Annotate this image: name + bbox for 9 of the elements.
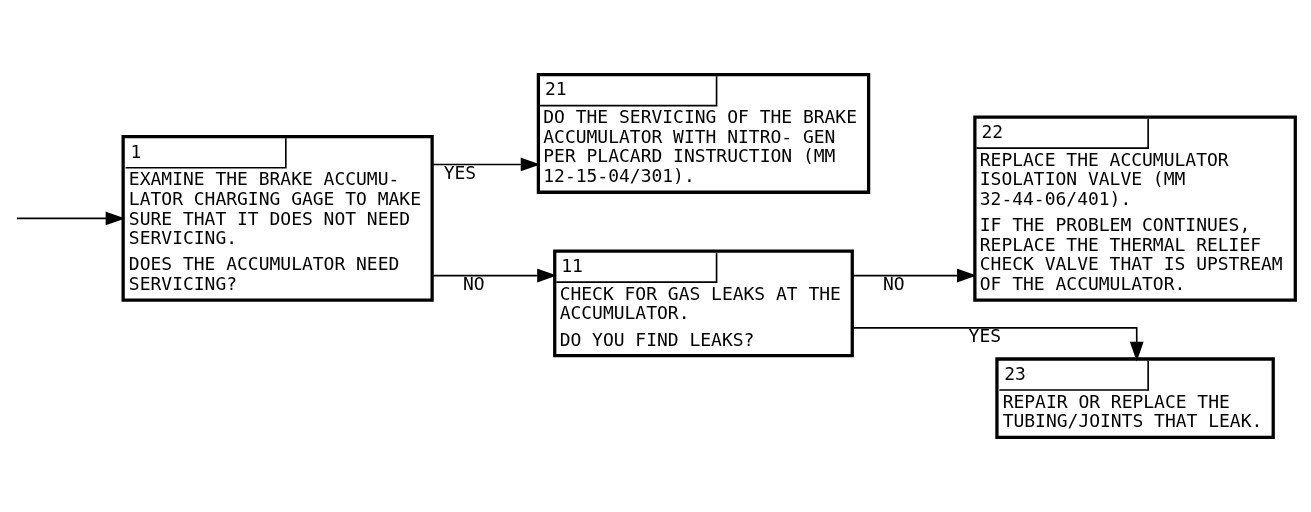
edge-label: YES xyxy=(443,161,477,183)
edge-label: NO xyxy=(882,273,905,294)
arrow xyxy=(431,268,557,283)
edge-label: YES xyxy=(968,325,1002,347)
arrow xyxy=(431,157,541,172)
arrow xyxy=(16,211,126,226)
arrow xyxy=(851,327,1144,362)
edge-label: NO xyxy=(463,273,485,294)
arrow xyxy=(851,268,977,283)
